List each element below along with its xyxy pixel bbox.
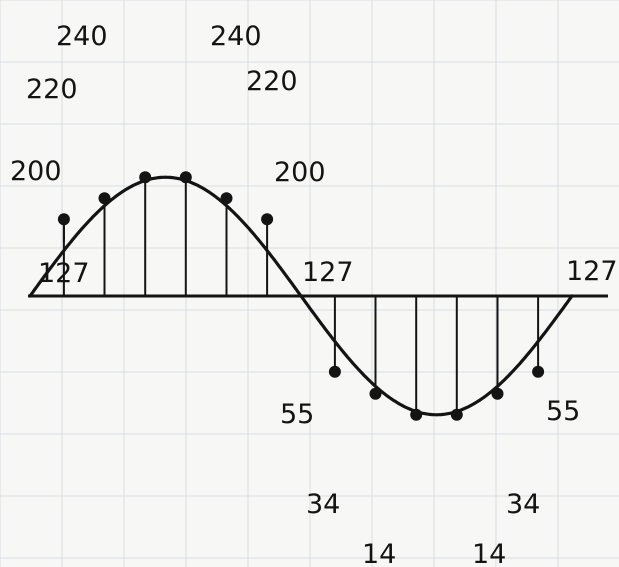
label-sample-8: 55 — [280, 399, 314, 430]
label-sample-5: 220 — [246, 66, 298, 97]
sample-labels: 127 200 220 240 240 220 200 127 55 34 14… — [10, 21, 618, 567]
label-sample-3: 240 — [56, 21, 108, 52]
label-sample-6: 200 — [274, 157, 326, 188]
label-sample-0: 127 — [38, 258, 90, 289]
sample-ordinate-lines — [62, 177, 540, 415]
label-sample-7: 127 — [302, 257, 354, 288]
label-sample-9: 34 — [306, 489, 340, 520]
sine-waveform — [28, 175, 574, 417]
sample-point-6 — [261, 213, 274, 226]
sample-point-1 — [57, 213, 70, 226]
label-sample-14: 127 — [566, 256, 618, 287]
sample-point-9 — [369, 387, 382, 400]
label-sample-10: 14 — [362, 539, 396, 567]
sample-point-3 — [139, 171, 152, 184]
label-sample-4: 240 — [210, 21, 262, 52]
label-sample-2: 220 — [26, 74, 78, 105]
sample-point-13 — [532, 365, 545, 378]
label-sample-12: 34 — [506, 489, 540, 520]
sample-point-8 — [328, 365, 341, 378]
sample-point-11 — [450, 408, 463, 421]
label-sample-13: 55 — [546, 396, 580, 427]
sample-point-12 — [491, 387, 504, 400]
label-sample-11: 14 — [472, 539, 506, 567]
sample-point-10 — [410, 408, 423, 421]
sample-point-5 — [220, 192, 233, 205]
sample-points — [57, 171, 545, 421]
sample-point-4 — [179, 171, 192, 184]
label-sample-1: 200 — [10, 156, 62, 187]
sample-point-2 — [98, 192, 111, 205]
